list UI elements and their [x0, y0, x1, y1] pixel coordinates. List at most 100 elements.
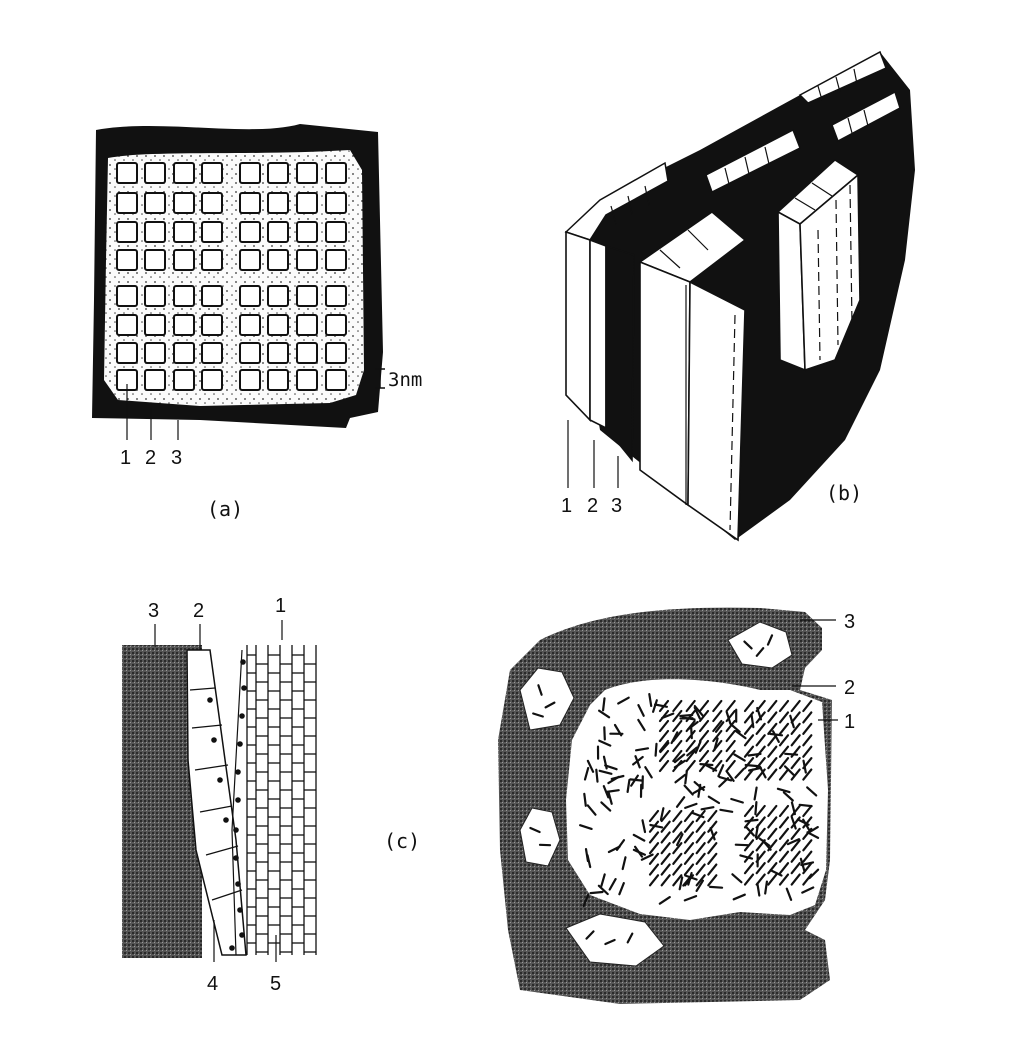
needle: [790, 816, 797, 830]
aligned-needle: [743, 711, 755, 724]
aligned-needle: [802, 827, 813, 840]
grid-square: [325, 249, 347, 271]
grid-square: [296, 162, 318, 184]
grid-square: [201, 249, 223, 271]
grid-square: [296, 221, 318, 243]
panel-b-callout-3: 3: [611, 495, 622, 517]
panel-b: 1 2 3 (b): [561, 50, 915, 542]
dot: [239, 932, 245, 938]
inclusion-needle: [766, 634, 774, 646]
inclusion-needle: [537, 684, 543, 696]
panel-a-callout-2: 2: [145, 447, 156, 469]
dot: [233, 827, 239, 833]
needle: [754, 800, 758, 816]
grid-square: [201, 369, 223, 391]
grid-square: [173, 285, 195, 307]
aligned-needle: [658, 759, 670, 773]
grid-square: [267, 314, 289, 336]
aligned-needle: [802, 839, 813, 852]
inclusion-needle: [585, 930, 595, 940]
aligned-needle: [672, 863, 683, 876]
grid-square: [325, 192, 347, 214]
aligned-needle: [707, 852, 718, 865]
dot: [217, 777, 223, 783]
aligned-needle: [707, 874, 718, 887]
aligned-needle: [743, 839, 755, 852]
needle: [613, 723, 623, 737]
aligned-needle: [755, 734, 766, 747]
grid-square: [325, 369, 347, 391]
needle: [806, 786, 818, 797]
needle: [603, 726, 606, 741]
aligned-needle: [698, 739, 710, 753]
aligned-needle: [755, 850, 766, 863]
aligned-needle: [707, 831, 718, 844]
aligned-needle: [767, 768, 778, 781]
grid-square: [144, 221, 166, 243]
aligned-needle: [648, 852, 660, 865]
needle: [734, 729, 747, 740]
aligned-needle: [725, 759, 736, 773]
grid-square: [116, 285, 138, 307]
grid-square: [144, 342, 166, 364]
aligned-needle: [648, 831, 660, 844]
needle: [753, 786, 758, 801]
grid-square: [267, 192, 289, 214]
aligned-needle: [802, 816, 813, 829]
aligned-needle: [648, 820, 660, 833]
aligned-needle: [725, 709, 736, 723]
aligned-needle: [778, 839, 790, 852]
aligned-needle: [778, 850, 790, 863]
aligned-needle: [660, 842, 671, 855]
aligned-needle: [778, 699, 790, 713]
aligned-needle: [698, 699, 710, 713]
needle: [747, 766, 762, 772]
aligned-needle: [802, 734, 813, 747]
aligned-needle: [743, 768, 755, 781]
needle: [708, 885, 724, 889]
aligned-needle: [660, 831, 671, 844]
panel-c-left-cell-dividers: [189, 649, 243, 956]
dot: [235, 769, 241, 775]
aligned-needle: [790, 839, 801, 852]
grid-square: [173, 249, 195, 271]
aligned-needle: [743, 699, 755, 713]
aligned-needle: [767, 850, 778, 863]
needle: [578, 824, 593, 831]
grid-square: [144, 192, 166, 214]
aligned-needle: [698, 719, 710, 733]
grid-square: [173, 342, 195, 364]
aligned-needle: [658, 729, 670, 743]
aligned-needle: [802, 757, 813, 770]
aligned-needle: [755, 768, 766, 781]
aligned-needle: [683, 852, 695, 865]
panel-c-right-callout-2: 2: [844, 677, 855, 699]
panel-c-left-brick-layers: [246, 645, 317, 955]
aligned-needle: [778, 804, 790, 818]
needle: [586, 804, 597, 816]
needle: [634, 755, 641, 769]
aligned-needle: [707, 863, 718, 876]
aligned-needle: [648, 809, 660, 823]
grid-square: [201, 192, 223, 214]
panel-c-left: 3 2 1 4 5: [122, 595, 317, 995]
aligned-needle: [725, 719, 736, 733]
needle: [707, 795, 721, 805]
aligned-needle: [660, 874, 671, 887]
aligned-needle: [755, 816, 766, 829]
needle: [598, 739, 612, 747]
panel-c-left-callout-lines: [154, 620, 283, 962]
dot: [235, 881, 241, 887]
needle: [604, 764, 618, 771]
needle: [764, 880, 769, 895]
aligned-needle: [685, 759, 696, 773]
aligned-needle: [672, 749, 683, 763]
dot: [241, 685, 247, 691]
aligned-needle: [683, 820, 695, 833]
grid-square: [296, 369, 318, 391]
needle: [718, 775, 733, 782]
needle: [734, 843, 749, 847]
aligned-needle: [743, 850, 755, 863]
aligned-needle: [712, 719, 723, 733]
grid-square: [144, 314, 166, 336]
